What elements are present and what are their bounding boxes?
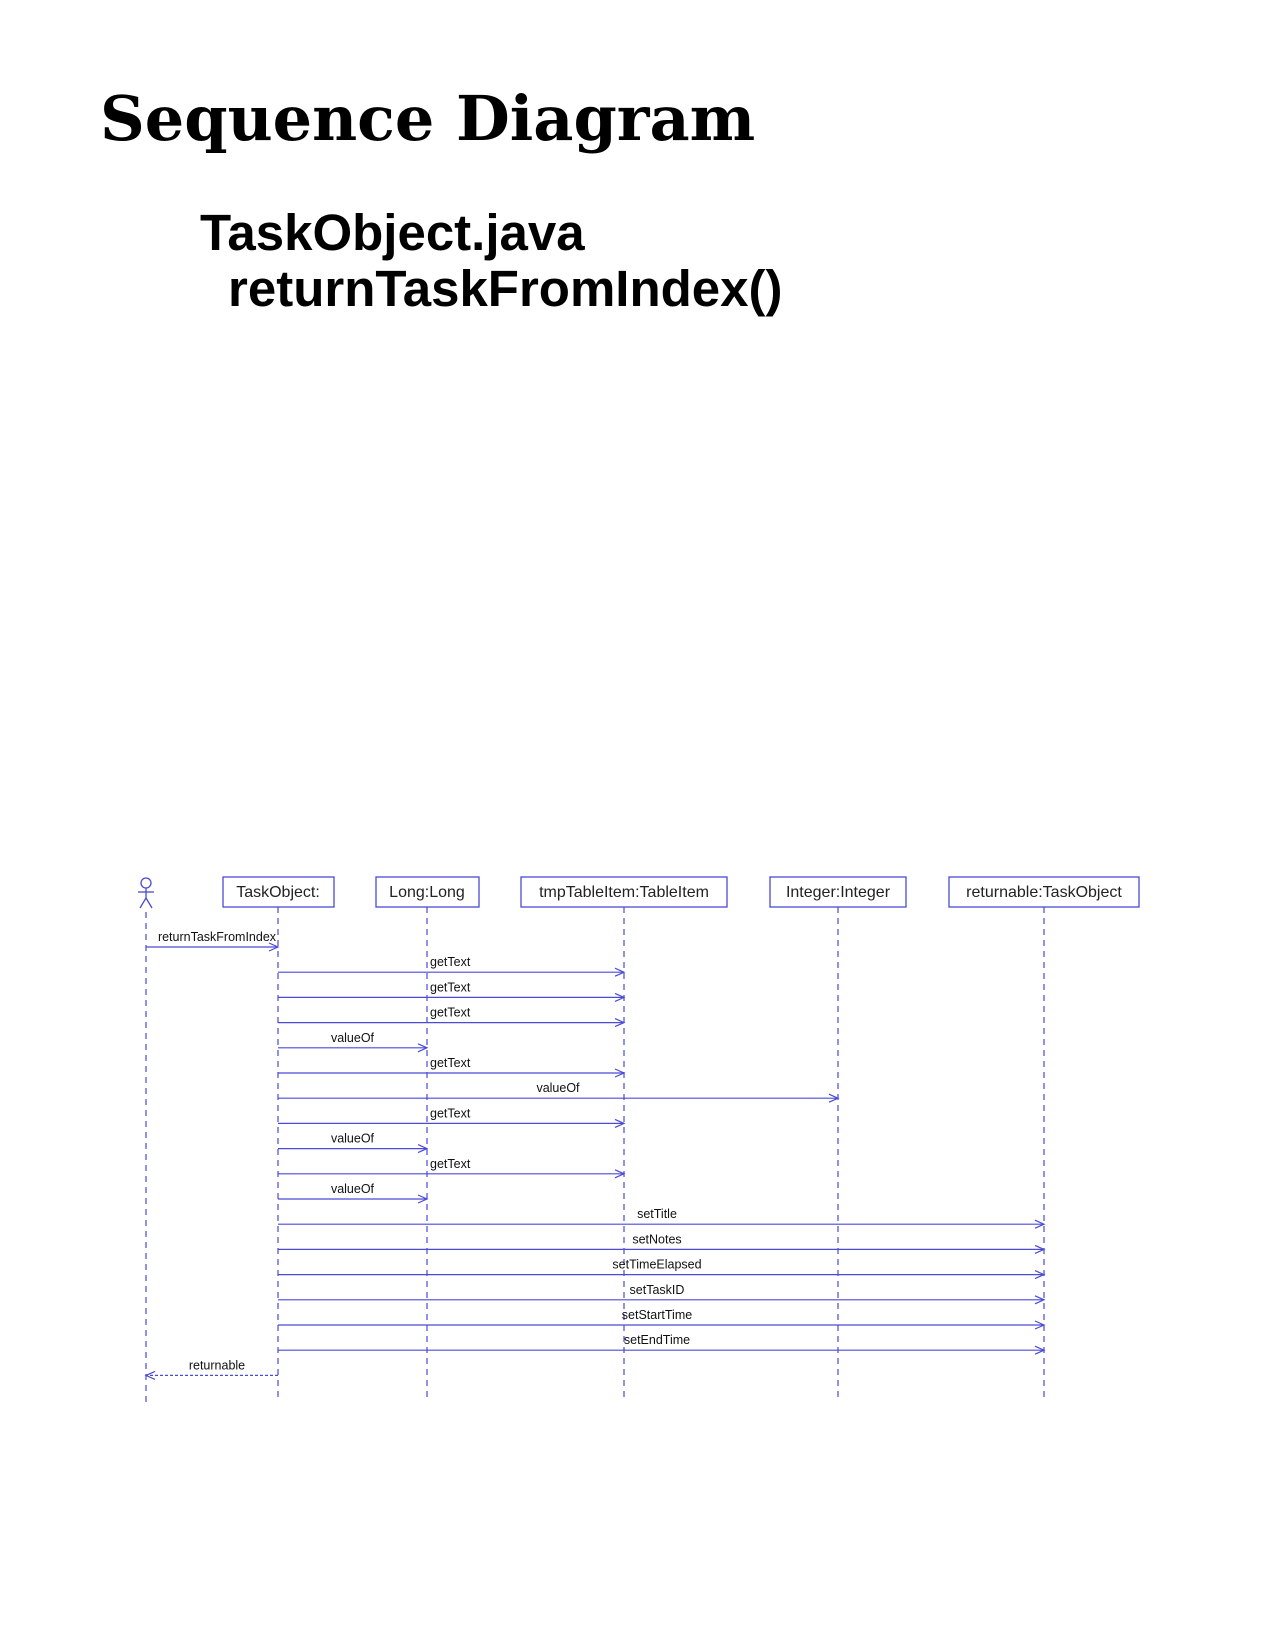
lifeline-label: Integer:Integer <box>786 884 891 901</box>
message-label: setTaskID <box>630 1283 685 1297</box>
arrowhead-icon <box>614 1169 626 1179</box>
message-label: setNotes <box>632 1232 681 1246</box>
lifeline-label: tmpTableItem:TableItem <box>539 884 709 901</box>
message-label: returnTaskFromIndex <box>158 930 277 944</box>
message-label: valueOf <box>536 1081 580 1095</box>
arrowhead-icon <box>417 1194 429 1204</box>
lifeline-box <box>948 876 1140 908</box>
arrowhead-icon <box>417 1144 429 1154</box>
message-label: getText <box>430 955 471 969</box>
actor-stick-figure-icon <box>138 877 154 909</box>
message-label: valueOf <box>331 1031 375 1045</box>
lifeline-label: TaskObject: <box>236 884 320 901</box>
message-label: getText <box>430 1056 471 1070</box>
message-label: getText <box>430 1106 471 1120</box>
message-label: valueOf <box>331 1182 375 1196</box>
page-title: Sequence Diagram <box>100 82 756 155</box>
arrowhead-icon <box>1034 1244 1046 1254</box>
arrowhead-icon <box>1034 1320 1046 1330</box>
message-label: returnable <box>189 1358 245 1372</box>
lifeline-box <box>222 876 335 908</box>
arrowhead-icon <box>1034 1219 1046 1229</box>
message-label: setEndTime <box>624 1333 690 1347</box>
arrowhead-icon <box>614 992 626 1002</box>
lifeline-box <box>769 876 907 908</box>
message-label: getText <box>430 1157 471 1171</box>
lifeline-label: Long:Long <box>389 884 465 901</box>
message-label: valueOf <box>331 1132 375 1146</box>
message-label: setStartTime <box>622 1308 692 1322</box>
message-label: setTitle <box>637 1207 677 1221</box>
arrowhead-icon <box>417 1043 429 1053</box>
arrowhead-icon <box>1034 1295 1046 1305</box>
method-name: returnTaskFromIndex() <box>228 260 783 317</box>
file-name: TaskObject.java <box>200 204 585 261</box>
arrowhead-icon <box>614 1068 626 1078</box>
arrowhead-icon <box>1034 1270 1046 1280</box>
message-label: setTimeElapsed <box>612 1258 701 1272</box>
arrowhead-icon <box>144 1370 156 1380</box>
arrowhead-icon <box>614 967 626 977</box>
arrowhead-icon <box>614 1118 626 1128</box>
arrowhead-icon <box>268 942 280 952</box>
lifeline-box <box>520 876 728 908</box>
message-label: getText <box>430 980 471 994</box>
lifeline-label: returnable:TaskObject <box>966 884 1122 901</box>
arrowhead-icon <box>828 1093 840 1103</box>
arrowhead-icon <box>614 1018 626 1028</box>
arrowhead-icon <box>1034 1345 1046 1355</box>
message-label: getText <box>430 1006 471 1020</box>
